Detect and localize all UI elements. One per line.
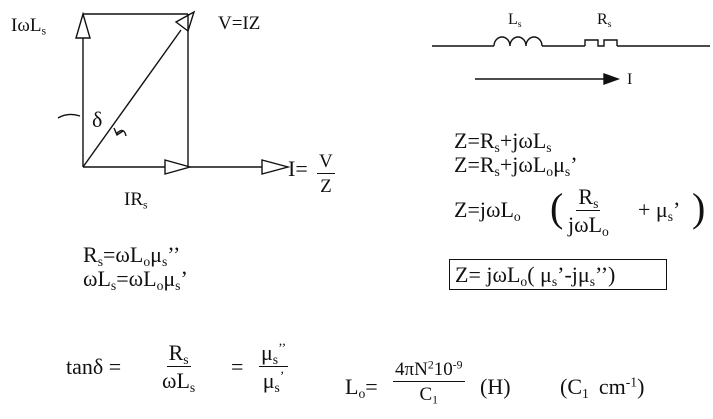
eq-z-fraction-plus: + μs’ bbox=[638, 197, 681, 224]
iwl-arrowhead bbox=[75, 11, 91, 39]
eq-tan-equals: = bbox=[231, 354, 244, 379]
eq-tan-fraction-2: μs’’ μs’ bbox=[259, 340, 289, 395]
eq-z-fraction-lhs: Z=jωLo bbox=[454, 197, 521, 224]
irs-arrowhead bbox=[164, 159, 193, 175]
resistor-label: Rs bbox=[597, 11, 612, 30]
delta-pointer-left bbox=[57, 113, 81, 119]
eq-rs: Rs=ωLoμs’’ bbox=[83, 242, 181, 269]
eq-z-series: Z=Rs+jωLs bbox=[454, 128, 552, 155]
eq-z-permeability: Z=Rs+jωLoμs’ bbox=[454, 152, 578, 179]
iwl-label: IωLs bbox=[11, 15, 47, 38]
delta-label: δ bbox=[92, 107, 103, 132]
i-arrowhead bbox=[261, 159, 291, 175]
inductor-label: Ls bbox=[508, 11, 522, 30]
v-vector bbox=[82, 29, 182, 168]
i-label: I= bbox=[288, 156, 308, 181]
eq-z-boxed: Z= jωLo( μs’-jμs’’) bbox=[455, 262, 616, 289]
eq-tan-fraction-1: Rs ωLs bbox=[162, 340, 196, 395]
i-fraction: V Z bbox=[317, 151, 335, 197]
resistor-zigzag bbox=[584, 39, 618, 47]
boxed-impedance-frame bbox=[449, 259, 667, 290]
v-arrowhead bbox=[174, 10, 196, 33]
eq-lo-lhs: Lo= bbox=[345, 374, 378, 401]
irs-label: IRs bbox=[124, 189, 148, 212]
eq-wls: ωLs=ωLoμs’ bbox=[83, 266, 188, 293]
current-label: I bbox=[627, 71, 633, 88]
inductor-coil bbox=[493, 36, 543, 47]
eq-lo-unit: (H) bbox=[480, 374, 511, 399]
eq-z-paren-left: ( bbox=[550, 185, 564, 230]
current-arrowhead bbox=[603, 73, 621, 85]
delta-arc-tip bbox=[113, 127, 124, 137]
eq-z-fraction: Rs jωLo bbox=[568, 184, 609, 239]
eq-lo-fraction: 4πN210-9 C1 bbox=[393, 358, 465, 407]
v-label: V=IZ bbox=[218, 13, 261, 34]
eq-tan-lhs: tanδ = bbox=[66, 354, 122, 379]
eq-z-paren-right: ) bbox=[692, 185, 706, 230]
